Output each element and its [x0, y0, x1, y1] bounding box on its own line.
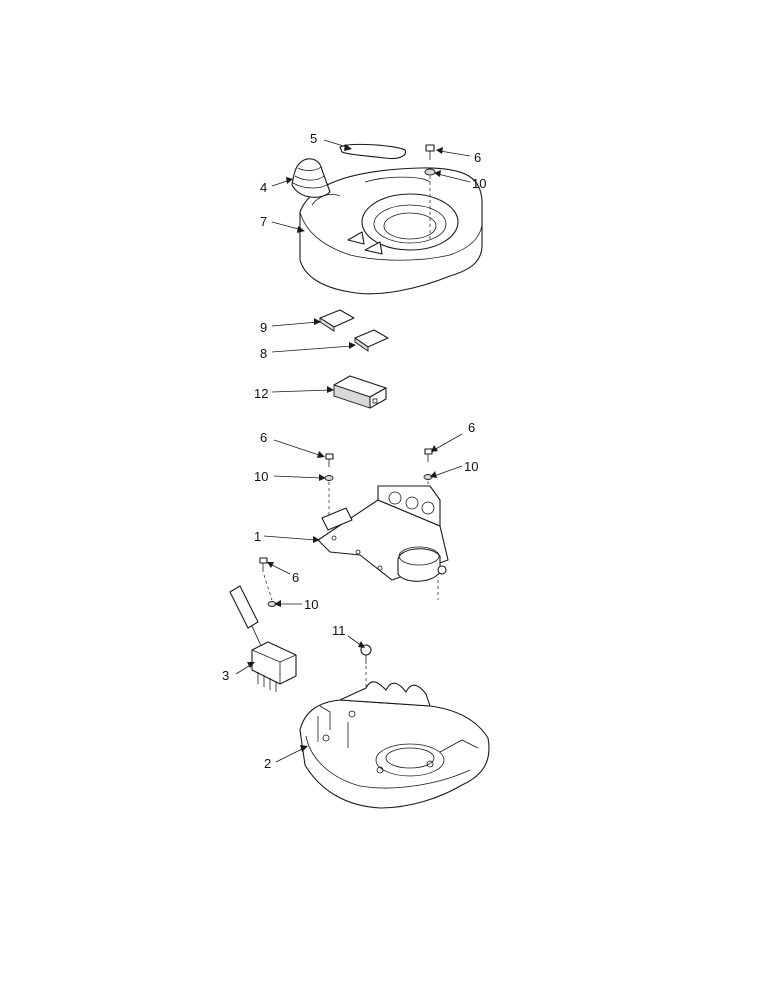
- callout-8: 8: [260, 346, 267, 361]
- screw-and-washer-plate-left: [324, 453, 334, 520]
- callout-6: 6: [474, 150, 481, 165]
- callout-9: 9: [260, 320, 267, 335]
- callout-labels: 5 6 10 4 7 9 8 12 6 6 10 10 1 6 10 11 3 …: [222, 131, 486, 771]
- callout-2: 2: [264, 756, 271, 771]
- callout-10: 10: [472, 176, 486, 191]
- screw-and-washer-joystick: [259, 557, 277, 607]
- seal-strip-part: [339, 143, 407, 160]
- callout-11: 11: [332, 623, 346, 638]
- callout-6: 6: [292, 570, 299, 585]
- callout-1: 1: [254, 529, 261, 544]
- callout-4: 4: [260, 180, 267, 195]
- callout-12: 12: [254, 386, 268, 401]
- top-cover-part: [299, 167, 483, 295]
- callout-6: 6: [468, 420, 475, 435]
- screw-and-washer-top: [424, 144, 436, 240]
- callout-6: 6: [260, 430, 267, 445]
- leader-lines: [235, 139, 471, 763]
- base-housing-part: [299, 681, 490, 809]
- pad-part-8: [354, 329, 389, 352]
- rubber-boot-part: [291, 158, 331, 198]
- joystick-switch-part: [229, 585, 297, 692]
- mounting-plate-part: [317, 485, 449, 600]
- callout-5: 5: [310, 131, 317, 146]
- pad-part-9: [319, 309, 355, 332]
- callout-7: 7: [260, 214, 267, 229]
- callout-10: 10: [464, 459, 478, 474]
- callout-10: 10: [304, 597, 318, 612]
- callout-3: 3: [222, 668, 229, 683]
- callout-10: 10: [254, 469, 268, 484]
- block-part-12: [333, 375, 387, 409]
